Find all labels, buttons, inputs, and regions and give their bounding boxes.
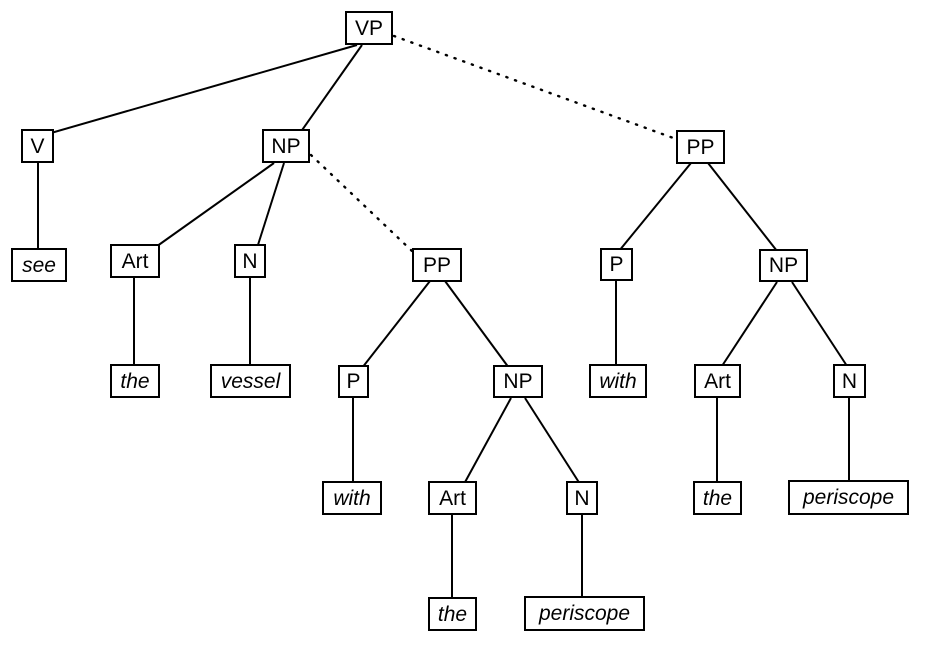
tree-node-np1: NP (262, 129, 310, 163)
tree-edge-np_right-to-n_right (791, 281, 848, 367)
tree-edge-pp_mid-to-np_mid (444, 280, 510, 369)
tree-edge-vp-to-pp_right (392, 34, 678, 141)
tree-edge-np1-to-art1 (152, 162, 275, 250)
tree-edge-vp-to-np1 (299, 44, 363, 134)
tree-node-peri_mid: periscope (524, 596, 645, 631)
tree-edge-vp-to-v (43, 44, 358, 136)
tree-node-v: V (21, 129, 54, 163)
tree-node-art1: Art (110, 244, 160, 278)
tree-edge-np_mid-to-n_mid (524, 397, 581, 485)
tree-node-art_mid: Art (428, 481, 477, 515)
tree-node-vessel: vessel (210, 364, 291, 398)
tree-node-n_mid: N (566, 481, 598, 515)
tree-node-with_right: with (589, 364, 647, 398)
tree-node-with_mid: with (322, 481, 382, 515)
tree-node-p_right: P (600, 248, 633, 281)
tree-node-the1: the (110, 364, 160, 398)
tree-node-np_mid: NP (493, 365, 543, 398)
tree-node-the_right: the (693, 481, 742, 515)
tree-edge-np1-to-n1 (256, 162, 285, 249)
tree-edge-np1-to-pp_mid (309, 153, 414, 253)
tree-node-n_right: N (833, 364, 866, 398)
tree-edge-pp_right-to-np_right (707, 162, 778, 252)
tree-node-np_right: NP (759, 249, 808, 282)
tree-node-art_right: Art (694, 364, 741, 398)
tree-node-pp_mid: PP (412, 248, 462, 282)
tree-node-pp_right: PP (676, 130, 725, 164)
tree-node-vp: VP (345, 11, 393, 45)
tree-edge-np_right-to-art_right (721, 281, 778, 367)
tree-node-p_mid: P (338, 365, 369, 398)
tree-node-the_mid: the (428, 597, 477, 631)
tree-edge-pp_mid-to-p_mid (361, 280, 431, 369)
tree-edge-pp_right-to-p_right (618, 162, 692, 252)
tree-node-n1: N (234, 244, 266, 278)
tree-edge-np_mid-to-art_mid (463, 397, 512, 485)
tree-node-peri_right: periscope (788, 480, 909, 515)
tree-node-see: see (11, 248, 67, 282)
